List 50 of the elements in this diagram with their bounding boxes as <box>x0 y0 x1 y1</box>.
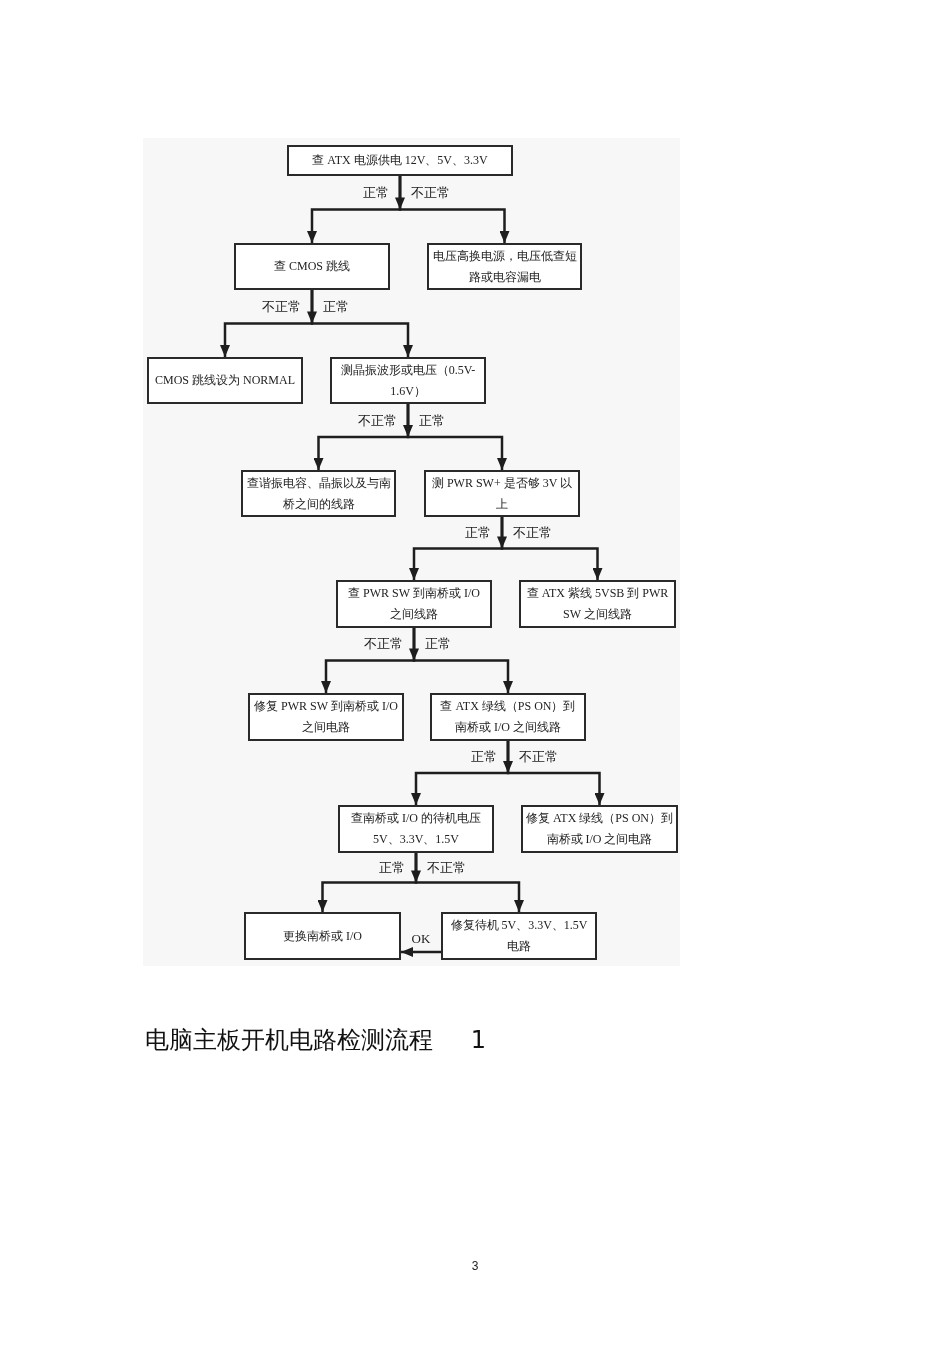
edge-label: 正常 <box>424 636 452 653</box>
step-text: 查南桥或 I/O 的待机电压 5V、3.3V、1.5V <box>350 810 482 848</box>
edge-label: 不正常 <box>426 859 467 876</box>
process-box <box>287 145 513 176</box>
step-text: 查谐振电容、晶振以及与南桥之间的线路 <box>246 474 391 513</box>
step-text: 更换南桥或 I/O <box>283 927 362 945</box>
edge-label: 正常 <box>464 524 492 541</box>
edge-label: 正常 <box>322 298 350 315</box>
arrow <box>414 853 524 912</box>
edge-label: 正常 <box>378 859 406 876</box>
arrow <box>412 628 513 693</box>
edge-label: 正常 <box>418 412 446 429</box>
edge-label: 不正常 <box>261 298 302 315</box>
step-text: 查 CMOS 跳线 <box>274 258 350 275</box>
step-text: 修复 PWR SW 到南桥或 I/O 之间电路 <box>253 698 399 736</box>
process-box <box>338 805 494 853</box>
process-box <box>430 693 586 741</box>
process-box <box>336 580 492 628</box>
step-text: 查 ATX 绿线（PS ON）到南桥或 I/O 之间线路 <box>439 698 577 736</box>
page-number: 3 <box>470 1258 480 1274</box>
step-text: 查 ATX 电源供电 12V、5V、3.3V <box>312 152 488 169</box>
edge-label: 不正常 <box>518 749 559 765</box>
figure-caption: 电脑主板开机电路检测流程 1 <box>145 1025 486 1056</box>
arrow <box>398 176 510 243</box>
step-text: CMOS 跳线设为 NORMAL <box>155 372 295 389</box>
step-text: 测晶振波形或电压（0.5V-1.6V） <box>339 361 477 400</box>
process-box <box>519 580 676 628</box>
process-box <box>234 243 390 290</box>
edge-label: 正常 <box>362 184 390 201</box>
process-box <box>147 357 303 404</box>
step-text: 电压高换电源，电压低查短路或电容漏电 <box>432 247 577 286</box>
arrow <box>310 290 413 357</box>
process-box <box>330 357 486 404</box>
step-text: 修复 ATX 绿线（PS ON）到南桥或 I/O 之间电路 <box>526 810 673 848</box>
arrow <box>406 404 507 470</box>
step-text: 测 PWR SW+ 是否够 3V 以上 <box>430 474 574 513</box>
process-box <box>424 470 580 517</box>
step-text: 修复待机 5V、3.3V、1.5V 电路 <box>449 917 589 955</box>
process-box <box>244 912 401 960</box>
step-text: 查 PWR SW 到南桥或 I/O 之间线路 <box>347 585 481 623</box>
edge-label: 不正常 <box>410 184 451 201</box>
edge-label: 不正常 <box>357 412 398 429</box>
arrow <box>401 947 441 957</box>
process-box <box>441 912 597 960</box>
edge-label: 不正常 <box>363 636 404 653</box>
arrow <box>506 741 605 805</box>
edge-label: 正常 <box>470 749 498 765</box>
edge-label: 不正常 <box>512 524 553 541</box>
arrow <box>500 517 603 580</box>
step-text: 查 ATX 紫线 5VSB 到 PWR SW 之间线路 <box>525 585 670 623</box>
